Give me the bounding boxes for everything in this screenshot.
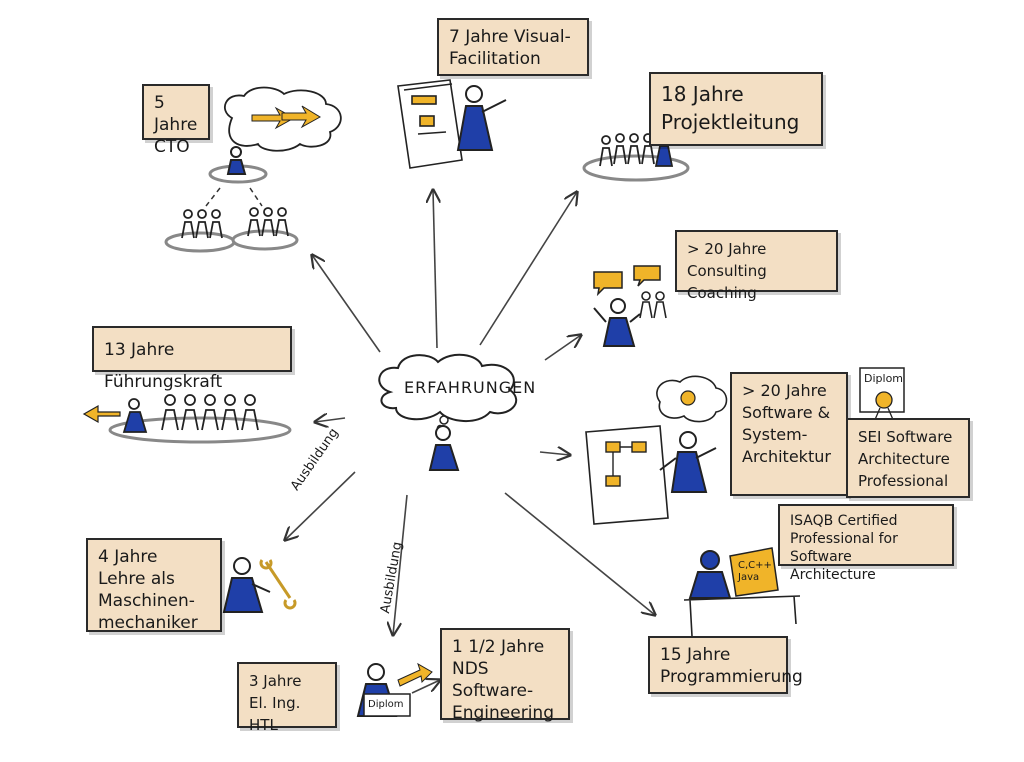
note-projektleitung: 18 Jahre Projektleitung — [649, 72, 823, 146]
center-person — [428, 425, 460, 471]
arrow-lehre — [285, 471, 356, 540]
lightbulb-icon — [680, 390, 696, 406]
speech-bubble-answer — [633, 265, 661, 287]
note-isaqb: ISAQB Certified Professional for Softwar… — [778, 504, 954, 583]
clients-people — [639, 291, 667, 319]
arrow-projekt — [479, 192, 577, 346]
arrow-software — [539, 452, 570, 455]
note-lehre: 4 Jahre Lehre als Maschinen- mechaniker — [86, 538, 222, 633]
team-people — [181, 207, 289, 239]
facilitator-person — [456, 85, 507, 151]
arrow-visual — [433, 190, 437, 349]
mechanic-person — [222, 557, 271, 613]
fuehrung-platform — [108, 416, 292, 444]
cto-person — [226, 146, 247, 175]
arrow-nds — [411, 680, 440, 694]
note-sei: SEI Software Architecture Professional — [846, 418, 970, 498]
arrow-programmierung — [504, 492, 655, 615]
speech-bubble-question — [593, 271, 623, 297]
coach-person — [593, 298, 641, 347]
diplom-certificate — [859, 367, 905, 413]
center-label: ERFAHRUNGEN — [404, 378, 537, 397]
arrow-htl — [393, 494, 408, 635]
note-nds: 1 1/2 Jahre NDS Software- Engineering — [440, 628, 570, 723]
arrow-fuehrung — [315, 418, 346, 422]
thought-bubble-1 — [439, 415, 449, 425]
architecture-board — [585, 425, 669, 525]
note-visual-facilitation: 7 Jahre Visual- Facilitation — [437, 18, 589, 76]
connector-arrows — [285, 190, 655, 694]
note-fuehrungskraft: 13 Jahre Führungskraft — [92, 326, 292, 392]
programmer-person — [688, 550, 732, 599]
diplom-tag-bottom: Diplom — [368, 699, 404, 710]
flipchart — [397, 79, 463, 169]
nds-arrow — [397, 662, 433, 687]
diplom-tag-top: Diplom — [864, 372, 904, 385]
code-tag: C,C++ Java — [738, 560, 772, 583]
projekt-platform — [582, 154, 690, 182]
leader-person — [122, 398, 148, 433]
fuehrung-arrow — [82, 404, 121, 424]
team-left-platform — [164, 231, 236, 253]
cto-arrow-2 — [281, 105, 321, 129]
note-consulting: > 20 Jahre Consulting Coaching — [675, 230, 838, 302]
diploma-scroll — [363, 693, 411, 717]
arrow-cto — [312, 255, 381, 353]
note-software-architektur: > 20 Jahre Software & System- Architektu… — [730, 372, 848, 496]
architecture-diagram — [605, 441, 647, 487]
note-cto: 5 Jahre CTO — [142, 84, 210, 157]
followers — [161, 394, 259, 431]
note-htl: 3 Jahre El. Ing. HTL — [237, 662, 337, 734]
desk — [683, 595, 801, 637]
laptop-screen — [729, 547, 779, 597]
wrench-icon — [259, 559, 297, 610]
note-programmierung: 15 Jahre Programmierung — [648, 636, 803, 694]
center-cloud — [378, 353, 518, 422]
architect-person — [659, 431, 717, 493]
arrow-consulting — [544, 335, 581, 361]
